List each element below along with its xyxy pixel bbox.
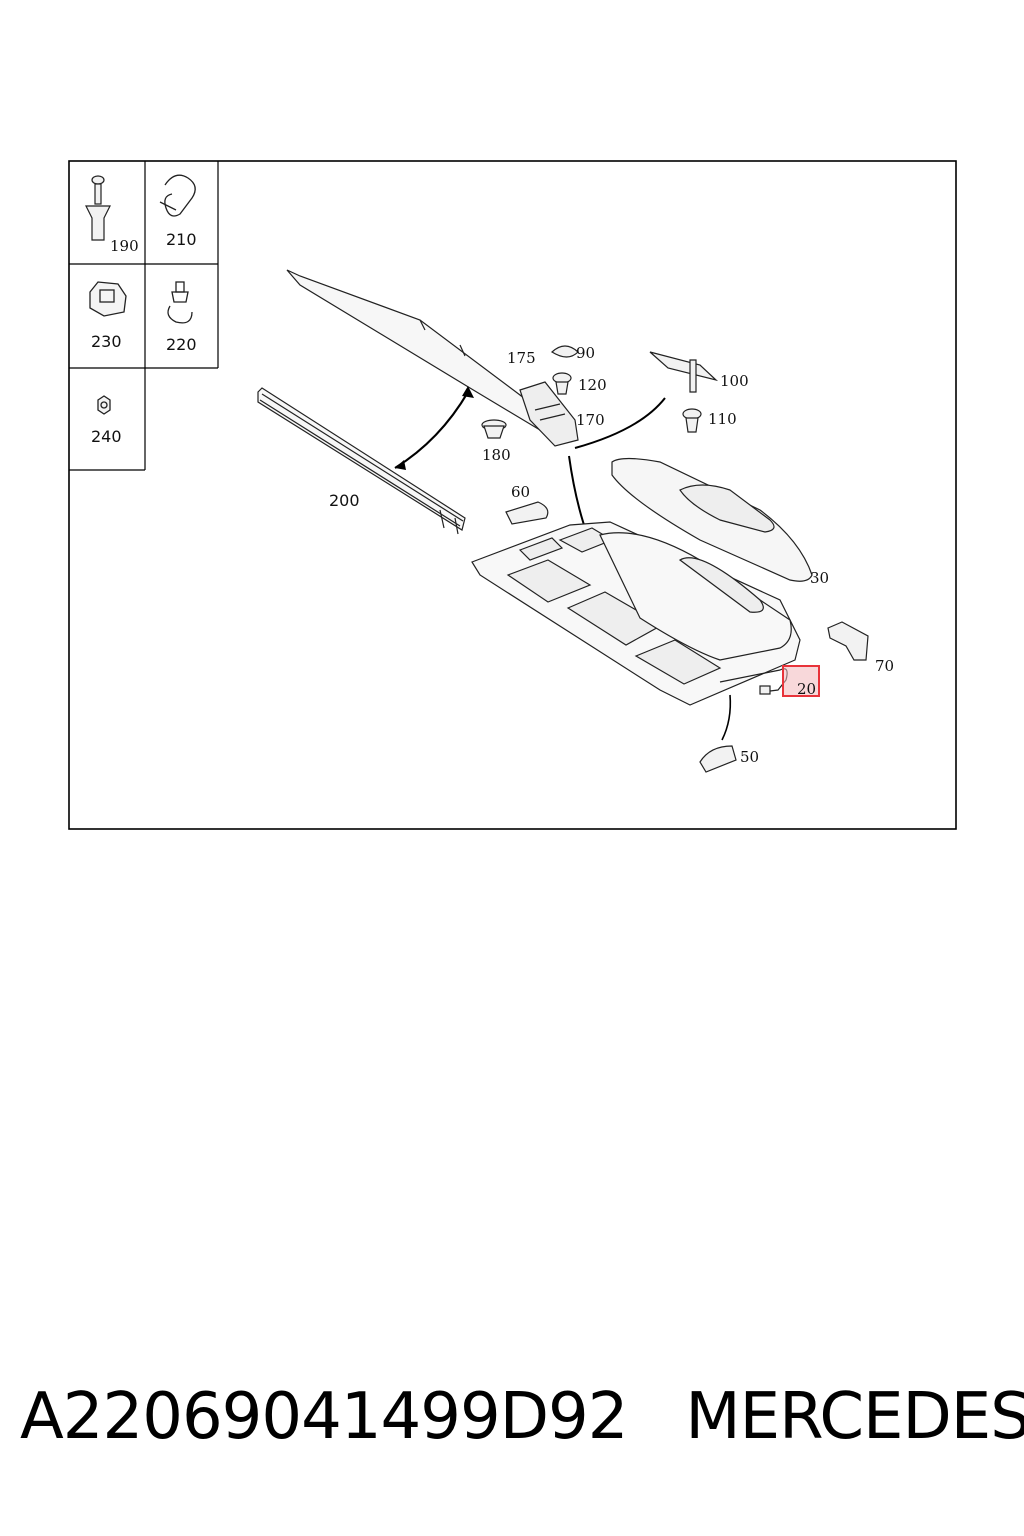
- nut-240-icon: [97, 395, 111, 415]
- grommet-180: [481, 419, 507, 439]
- inset-label-240: 240: [91, 427, 122, 446]
- cap-60: [505, 501, 549, 525]
- callout-100: 100: [720, 372, 749, 390]
- bracket-100: [649, 351, 719, 393]
- callout-120: 120: [578, 376, 607, 394]
- brand-name: MERCEDES: [685, 1380, 1024, 1454]
- push-pin-110: [682, 408, 702, 433]
- callout-180: 180: [482, 446, 511, 464]
- hinge-assembly: [519, 381, 579, 447]
- callout-30: 30: [810, 569, 829, 587]
- callout-60: 60: [511, 483, 530, 501]
- screw-rivet-icon: [85, 175, 111, 241]
- footer-caption: A22069041499D92 MERCEDES: [20, 1380, 1024, 1454]
- callout-20: 20: [797, 680, 816, 698]
- callout-50: 50: [740, 748, 759, 766]
- cover-30: [611, 457, 813, 582]
- callout-170: 170: [576, 411, 605, 429]
- callout-90: 90: [576, 344, 595, 362]
- push-pin-120: [552, 372, 572, 395]
- highlight-box-20: [782, 665, 820, 697]
- latch-70: [827, 621, 869, 661]
- inset-label-190: 190: [110, 237, 139, 255]
- part-number: A22069041499D92: [20, 1380, 628, 1454]
- inset-label-230: 230: [91, 332, 122, 351]
- diagram-frame: [68, 160, 957, 830]
- clip-220-icon: [167, 281, 193, 324]
- shelf-tray: [471, 521, 801, 706]
- callout-175: 175: [507, 349, 536, 367]
- callout-70: 70: [875, 657, 894, 675]
- inset-grid: [69, 161, 219, 471]
- cap-50: [699, 745, 737, 773]
- clip-230-icon: [89, 281, 127, 317]
- callout-110: 110: [708, 410, 737, 428]
- clip-90: [551, 345, 579, 358]
- inset-label-220: 220: [166, 335, 197, 354]
- clip-210-icon: [159, 174, 196, 217]
- callout-200: 200: [329, 491, 360, 510]
- inset-label-210: 210: [166, 230, 197, 249]
- rail-200: [257, 387, 466, 535]
